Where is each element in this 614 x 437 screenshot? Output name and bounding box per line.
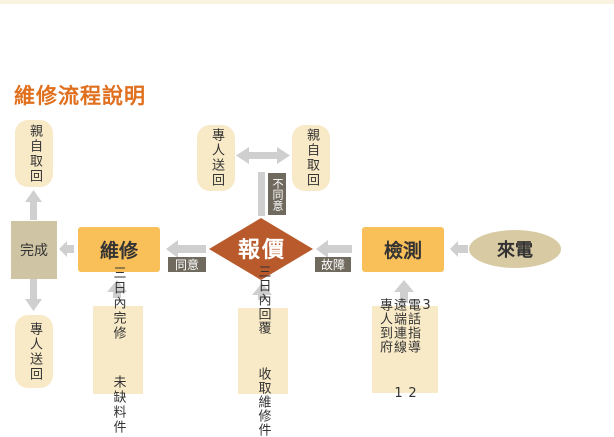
node-dedicated-return-left-label: 專人送回	[27, 321, 42, 382]
arrow-done-up-shaft	[30, 200, 37, 220]
note-repair-text: 三日內完修 未缺料件	[110, 265, 126, 435]
note-inspect-options: 3 電話指導 2 遠端連線 1 專人到府	[372, 298, 438, 402]
node-self-pickup-top: 親自取回	[292, 125, 330, 191]
arrow-top-right-head	[277, 147, 290, 164]
edge-label-fault-text: 故障	[320, 258, 345, 272]
node-inspect: 檢測	[362, 227, 444, 272]
arrow-top-left-head	[236, 147, 249, 164]
node-done: 完成	[11, 221, 57, 279]
note-quote-text: 三日內回覆 收取維修件	[255, 265, 271, 437]
arrow-done-up-head	[25, 190, 42, 202]
node-done-label: 完成	[20, 243, 48, 259]
edge-label-fault: 故障	[315, 257, 351, 272]
node-self-pickup-left-label: 親自取回	[27, 123, 42, 184]
node-quote-label: 報價	[237, 238, 286, 263]
quote-diamond	[209, 218, 313, 280]
arrow-repair-to-done	[59, 241, 74, 257]
node-self-pickup-top-label: 親自取回	[304, 128, 319, 188]
edge-label-agree-text: 同意	[174, 258, 199, 272]
node-call-label: 來電	[497, 240, 533, 261]
page-title: 維修流程說明	[14, 84, 146, 108]
note-quote: 三日內回覆 收取維修件	[238, 265, 288, 437]
arrow-call-to-inspect	[450, 241, 468, 257]
edge-label-disagree-text: 不同意	[271, 177, 284, 211]
node-repair-label: 維修	[99, 240, 138, 262]
arrow-done-down-shaft	[30, 279, 37, 301]
edge-label-disagree: 不同意	[268, 173, 286, 215]
node-call: 來電	[469, 230, 561, 268]
edge-label-agree: 同意	[168, 257, 206, 272]
arrow-inspect-note-up	[394, 280, 414, 303]
arrow-inspect-to-quote	[316, 240, 352, 258]
node-dedicated-return-left: 專人送回	[15, 315, 53, 388]
arrow-top-double-shaft	[248, 152, 278, 159]
top-strip	[0, 0, 614, 4]
node-self-pickup-left: 親自取回	[15, 120, 53, 187]
arrow-done-down-head	[25, 299, 42, 311]
arrow-repair-note-up	[107, 280, 127, 298]
node-repair: 維修	[78, 227, 160, 272]
node-dedicated-return-top-label: 專人送回	[209, 128, 224, 188]
note-repair: 三日內完修 未缺料件	[93, 266, 143, 435]
note-inspect-options-text: 3 電話指導 2 遠端連線 1 專人到府	[377, 297, 434, 402]
arrow-quote-to-repair	[166, 240, 206, 258]
node-dedicated-return-top: 專人送回	[197, 125, 235, 191]
arrow-quote-note-up	[252, 283, 272, 300]
node-inspect-label: 檢測	[383, 240, 422, 262]
flow-arrows	[25, 147, 468, 311]
arrow-quote-up-shaft	[258, 172, 265, 216]
